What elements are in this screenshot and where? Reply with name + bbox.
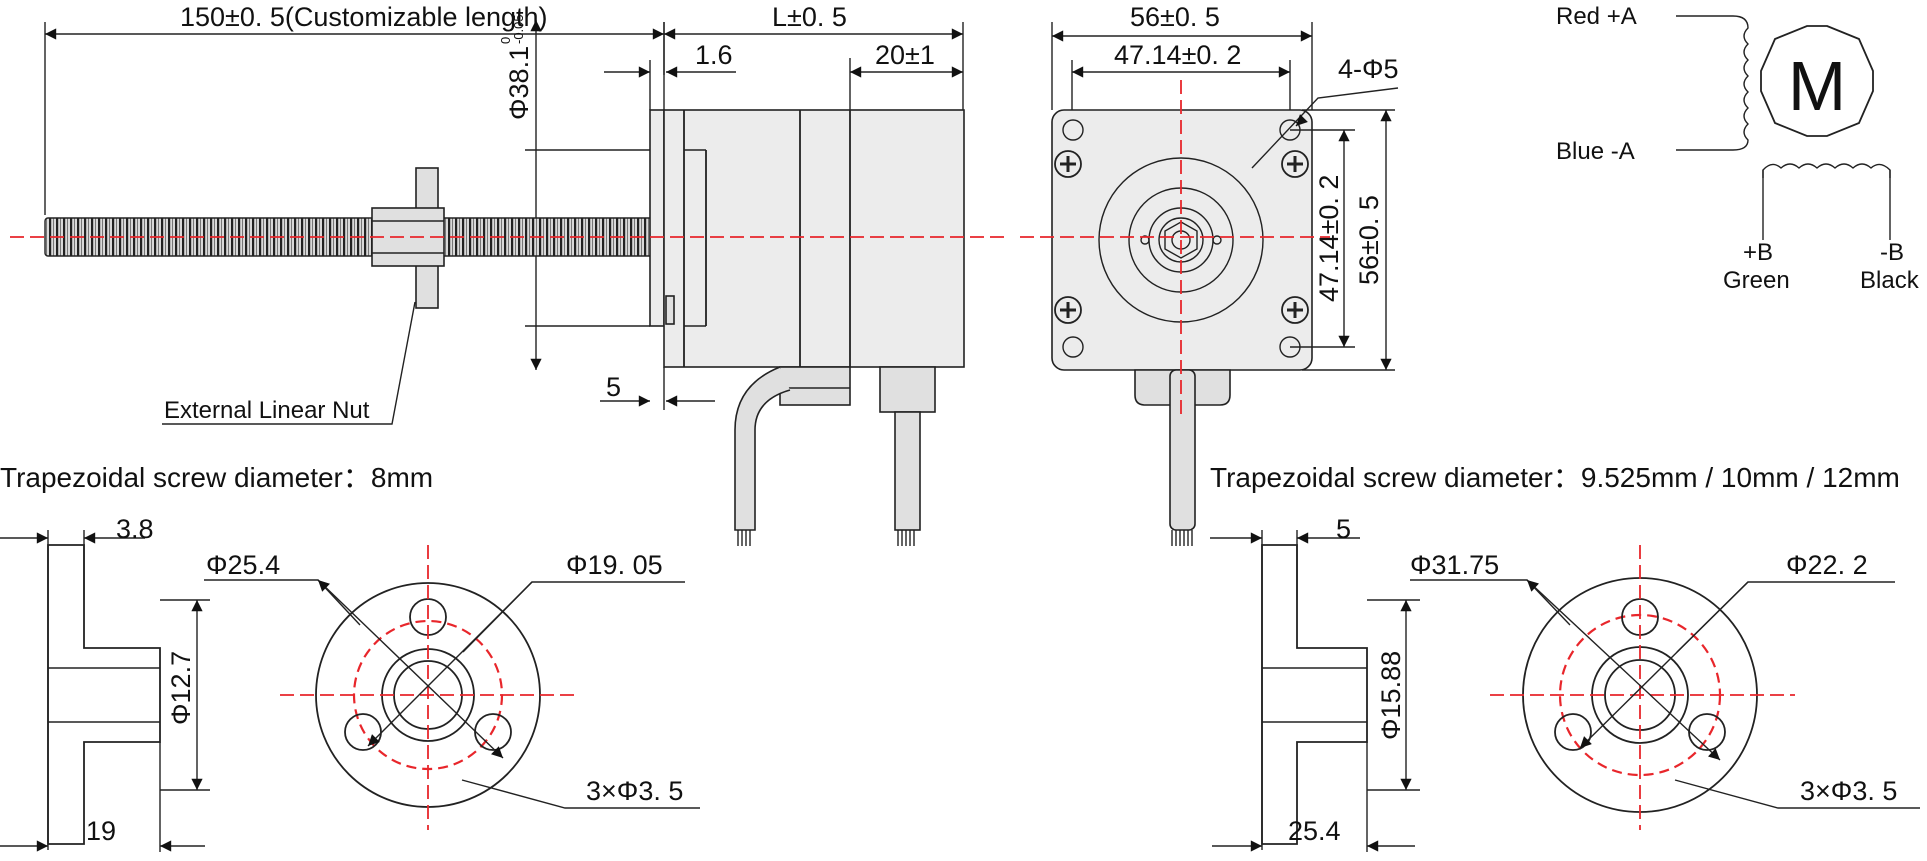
wire-a-plus: Red +A [1556,3,1637,30]
boss-tol-lower: -0.05 [511,14,526,44]
side-view [10,20,1010,546]
nut-small-holes: 3×Φ3. 5 [586,776,683,806]
labels: 150±0. 5(Customizable length) L±0. 5 1.6… [0,2,1920,846]
nut-small-bore: Φ12.7 [166,651,196,725]
nut-large-outer-dia: Φ31.75 [1410,550,1499,580]
length-dim: 150±0. 5(Customizable length) [180,2,548,32]
wire-b-plus-color: Green [1723,267,1790,294]
nut-large-drawing [1210,530,1920,852]
shaft-extension-dim: 20±1 [875,40,935,70]
nut-small-flange-thk: 3.8 [116,514,154,544]
front-view [1020,22,1399,546]
nut-large-caption: Trapezoidal screw diameter：9.525mm / 10m… [1210,462,1900,493]
nut-large-length: 25.4 [1288,816,1341,846]
front-hole-pitch-h: 47.14±0. 2 [1114,40,1241,70]
nut-large-holes: 3×Φ3. 5 [1800,776,1897,806]
boss-diameter-dim: Φ38.1 [504,46,534,120]
l-dim: L±0. 5 [772,2,847,32]
front-height-dim: 56±0. 5 [1354,195,1384,285]
flange-thickness-dim: 1.6 [695,40,733,70]
wire-b-plus: +B [1743,239,1773,266]
external-nut-label: External Linear Nut [164,397,370,424]
motor-symbol [1760,25,1874,137]
motor-symbol-letter: M [1788,47,1846,125]
front-width-dim: 56±0. 5 [1130,2,1220,32]
nut-small-caption: Trapezoidal screw diameter：8mm [0,462,433,493]
nut-small-outer-dia: Φ25.4 [206,550,280,580]
wiring-diagram [1676,15,1891,240]
nut-large-bore: Φ15.88 [1376,651,1406,740]
side-bottom-dim: 5 [606,372,621,402]
wire-b-minus: -B [1880,239,1904,266]
boss-tol-upper: 0 [498,37,513,44]
front-hole-label: 4-Φ5 [1338,54,1399,84]
nut-small-drawing [0,530,700,852]
mounting-holes [1054,119,1309,358]
nut-large-flange-thk: 5 [1336,514,1351,544]
nut-small-length: 19 [86,816,116,846]
front-hole-pitch-v: 47.14±0. 2 [1314,175,1344,302]
nut-large-pcd: Φ22. 2 [1786,550,1868,580]
wire-b-minus-color: Black [1860,267,1920,294]
nut-small-pcd: Φ19. 05 [566,550,663,580]
wire-a-minus: Blue -A [1556,138,1635,165]
